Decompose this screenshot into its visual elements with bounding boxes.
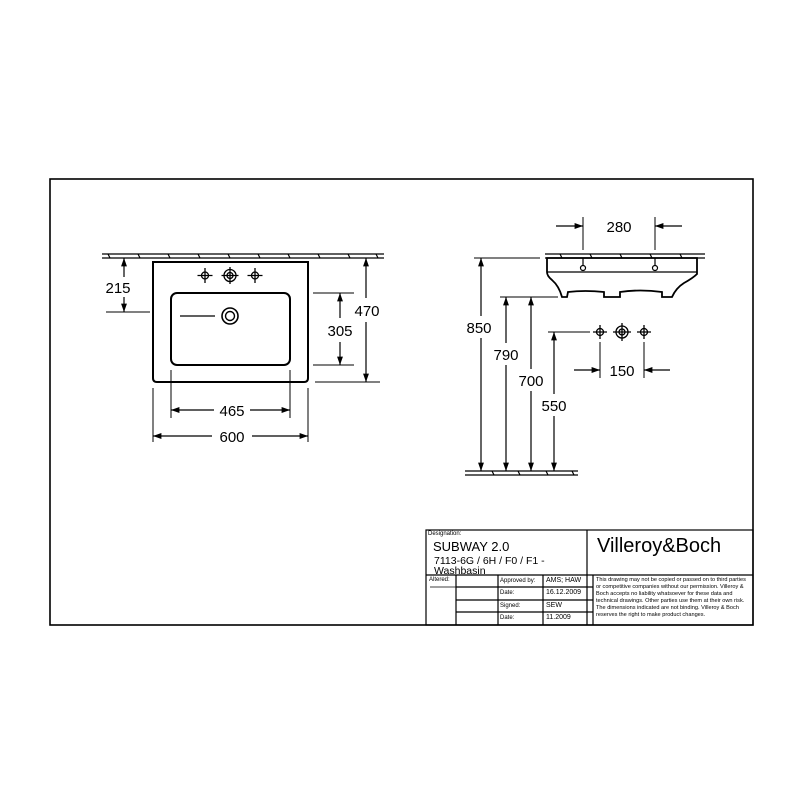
dim-700-label: 700	[518, 373, 543, 390]
drain-icon	[221, 307, 239, 325]
dim-305-label: 305	[327, 323, 352, 340]
tap-hole-left-icon	[197, 268, 213, 283]
product-code: 7113-6G / 6H / F0 / F1 -	[434, 555, 545, 567]
designation-label: Designation:	[428, 531, 462, 537]
dim-150-label: 150	[609, 363, 634, 380]
signed-value: SEW	[546, 602, 562, 609]
valve-right-icon	[637, 325, 651, 339]
dim-465-label: 465	[219, 403, 244, 420]
title-block-frame	[425, 529, 754, 626]
valve-left-icon	[593, 325, 607, 339]
side-tap-marker-right-icon	[651, 258, 659, 272]
dim-280-extension-lines	[582, 217, 656, 250]
product-type: Washbasin	[434, 565, 486, 577]
date-value-1: 16.12.2009	[546, 589, 582, 596]
front-wall-line	[102, 253, 384, 259]
dim-215-label: 215	[105, 280, 130, 297]
approved-label: Approved by:	[500, 578, 536, 584]
dim-470-label: 470	[354, 303, 379, 320]
basin-bowl	[170, 292, 291, 366]
date-value-2: 11.2009	[546, 614, 571, 621]
brand-logo: Villeroy&Boch	[597, 535, 722, 557]
side-dimension-lines	[478, 258, 557, 471]
side-view	[465, 217, 705, 476]
side-floor-line	[465, 470, 578, 476]
dim-850-label: 850	[466, 320, 491, 337]
front-extension-lines	[106, 257, 380, 442]
dim-600-label: 600	[219, 429, 244, 446]
dim-550-label: 550	[541, 398, 566, 415]
tap-hole-center-icon	[221, 267, 239, 284]
valve-center-icon	[613, 323, 631, 341]
approved-value: AMS; HAW	[546, 577, 582, 584]
date-label-1: Date:	[500, 590, 515, 596]
altered-label: Altered:	[429, 577, 450, 583]
side-tap-marker-left-icon	[579, 258, 587, 272]
disclaimer-text: This drawing may not be copied or passed…	[596, 577, 746, 618]
drawing-frame	[49, 178, 754, 626]
product-name: SUBWAY 2.0	[433, 539, 510, 554]
dim-280-label: 280	[606, 219, 631, 236]
basin-outline	[152, 261, 309, 383]
dim-790-label: 790	[493, 347, 518, 364]
date-label-2: Date:	[500, 615, 515, 621]
basin-side-profile	[546, 257, 698, 298]
tap-hole-right-icon	[247, 268, 263, 283]
signed-label: Signed:	[500, 603, 521, 609]
